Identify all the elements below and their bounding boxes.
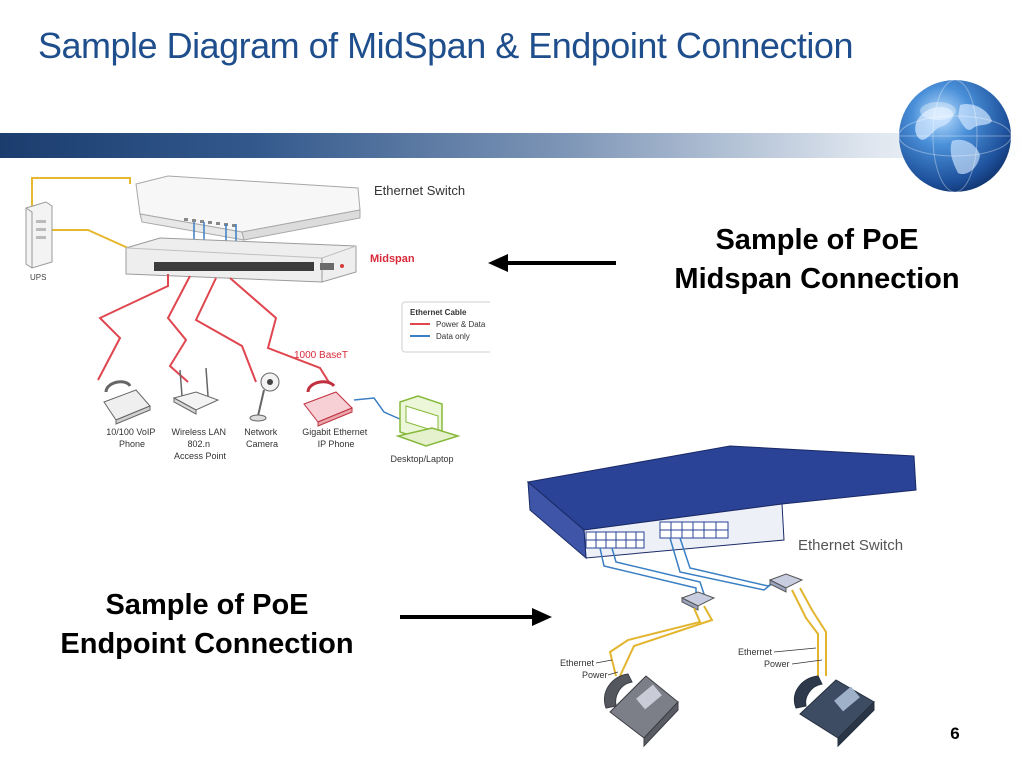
device-label-desktop-1: Desktop/Laptop	[390, 454, 453, 464]
midspan-arrow	[488, 254, 616, 272]
device-label-camera-2: Camera	[246, 439, 278, 449]
slide-title: Sample Diagram of MidSpan & Endpoint Con…	[38, 25, 853, 66]
midspan-diagram: UPS Ethernet Switch Midspan 1000 BaseT	[25, 175, 490, 464]
midspan-caption-line1: Sample of PoE	[715, 224, 919, 256]
right-label-power: Power	[764, 659, 790, 669]
voip-phone-icon	[103, 380, 151, 425]
slide-number: 6	[950, 724, 960, 743]
endpoint-caption-line2: Endpoint Connection	[60, 628, 354, 660]
ups-icon	[25, 201, 53, 269]
left-label-power: Power	[582, 670, 608, 680]
wireless-ap-icon	[172, 367, 220, 415]
cable-speed-label: 1000 BaseT	[294, 350, 348, 361]
endpoint-switch-label: Ethernet Switch	[798, 537, 903, 554]
endpoint-switch-icon	[526, 445, 917, 560]
device-label-ipphone-1: Gigabit Ethernet	[302, 427, 368, 437]
network-camera-icon	[249, 372, 280, 422]
svg-text:Desktop/Laptop: Desktop/Laptop	[390, 454, 453, 464]
legend-item-data-only: Data only	[436, 332, 470, 341]
ethernet-switch-icon	[135, 175, 361, 241]
desktop-laptop-icon	[395, 395, 461, 447]
injector-right-icon	[768, 573, 804, 593]
svg-text:10/100 VoIP Phone: 10/100 VoIP Phone	[106, 427, 157, 449]
endpoint-caption: Sample of PoE Endpoint Connection	[20, 586, 394, 664]
switch-label: Ethernet Switch	[374, 183, 465, 198]
ups-label: UPS	[30, 273, 46, 282]
midspan-unit-icon	[125, 237, 357, 283]
svg-text:Wireless LAN 802.n Acc: Wireless LAN 802.n Access Point	[171, 427, 228, 461]
midspan-caption-line2: Midspan Connection	[674, 263, 960, 295]
device-label-voip-1: 10/100 VoIP	[106, 427, 155, 437]
endpoint-arrow	[400, 608, 552, 626]
device-label-ap-2: 802.n	[187, 439, 210, 449]
svg-text:Gigabit Ethernet IP Phone: Gigabit Ethernet IP Phone	[302, 427, 370, 449]
legend-item-power-data: Power & Data	[436, 320, 486, 329]
globe-icon	[898, 79, 1012, 193]
injector-left-icon	[680, 591, 716, 611]
right-label-ethernet: Ethernet	[738, 647, 773, 657]
gigabit-ip-phone-icon	[303, 380, 353, 427]
cable-legend: Ethernet Cable Power & Data Data only	[401, 301, 490, 353]
device-label-camera-1: Network	[244, 427, 278, 437]
midspan-label: Midspan	[370, 253, 415, 265]
device-label-voip-2: Phone	[119, 439, 145, 449]
desk-phone-right-icon	[794, 675, 875, 748]
legend-title: Ethernet Cable	[410, 308, 467, 317]
desk-phone-left-icon	[604, 673, 679, 748]
title-gradient-bar	[0, 133, 1024, 158]
endpoint-caption-line1: Sample of PoE	[105, 589, 309, 621]
device-label-ipphone-2: IP Phone	[318, 439, 355, 449]
left-label-ethernet: Ethernet	[560, 658, 595, 668]
midspan-caption: Sample of PoE Midspan Connection	[630, 221, 1004, 299]
device-label-ap-1: Wireless LAN	[171, 427, 226, 437]
device-label-ap-3: Access Point	[174, 451, 227, 461]
endpoint-diagram: Ethernet Switch Ethernet Power Ethernet …	[526, 445, 917, 748]
svg-text:Network Camera: Network Camera	[244, 427, 280, 449]
